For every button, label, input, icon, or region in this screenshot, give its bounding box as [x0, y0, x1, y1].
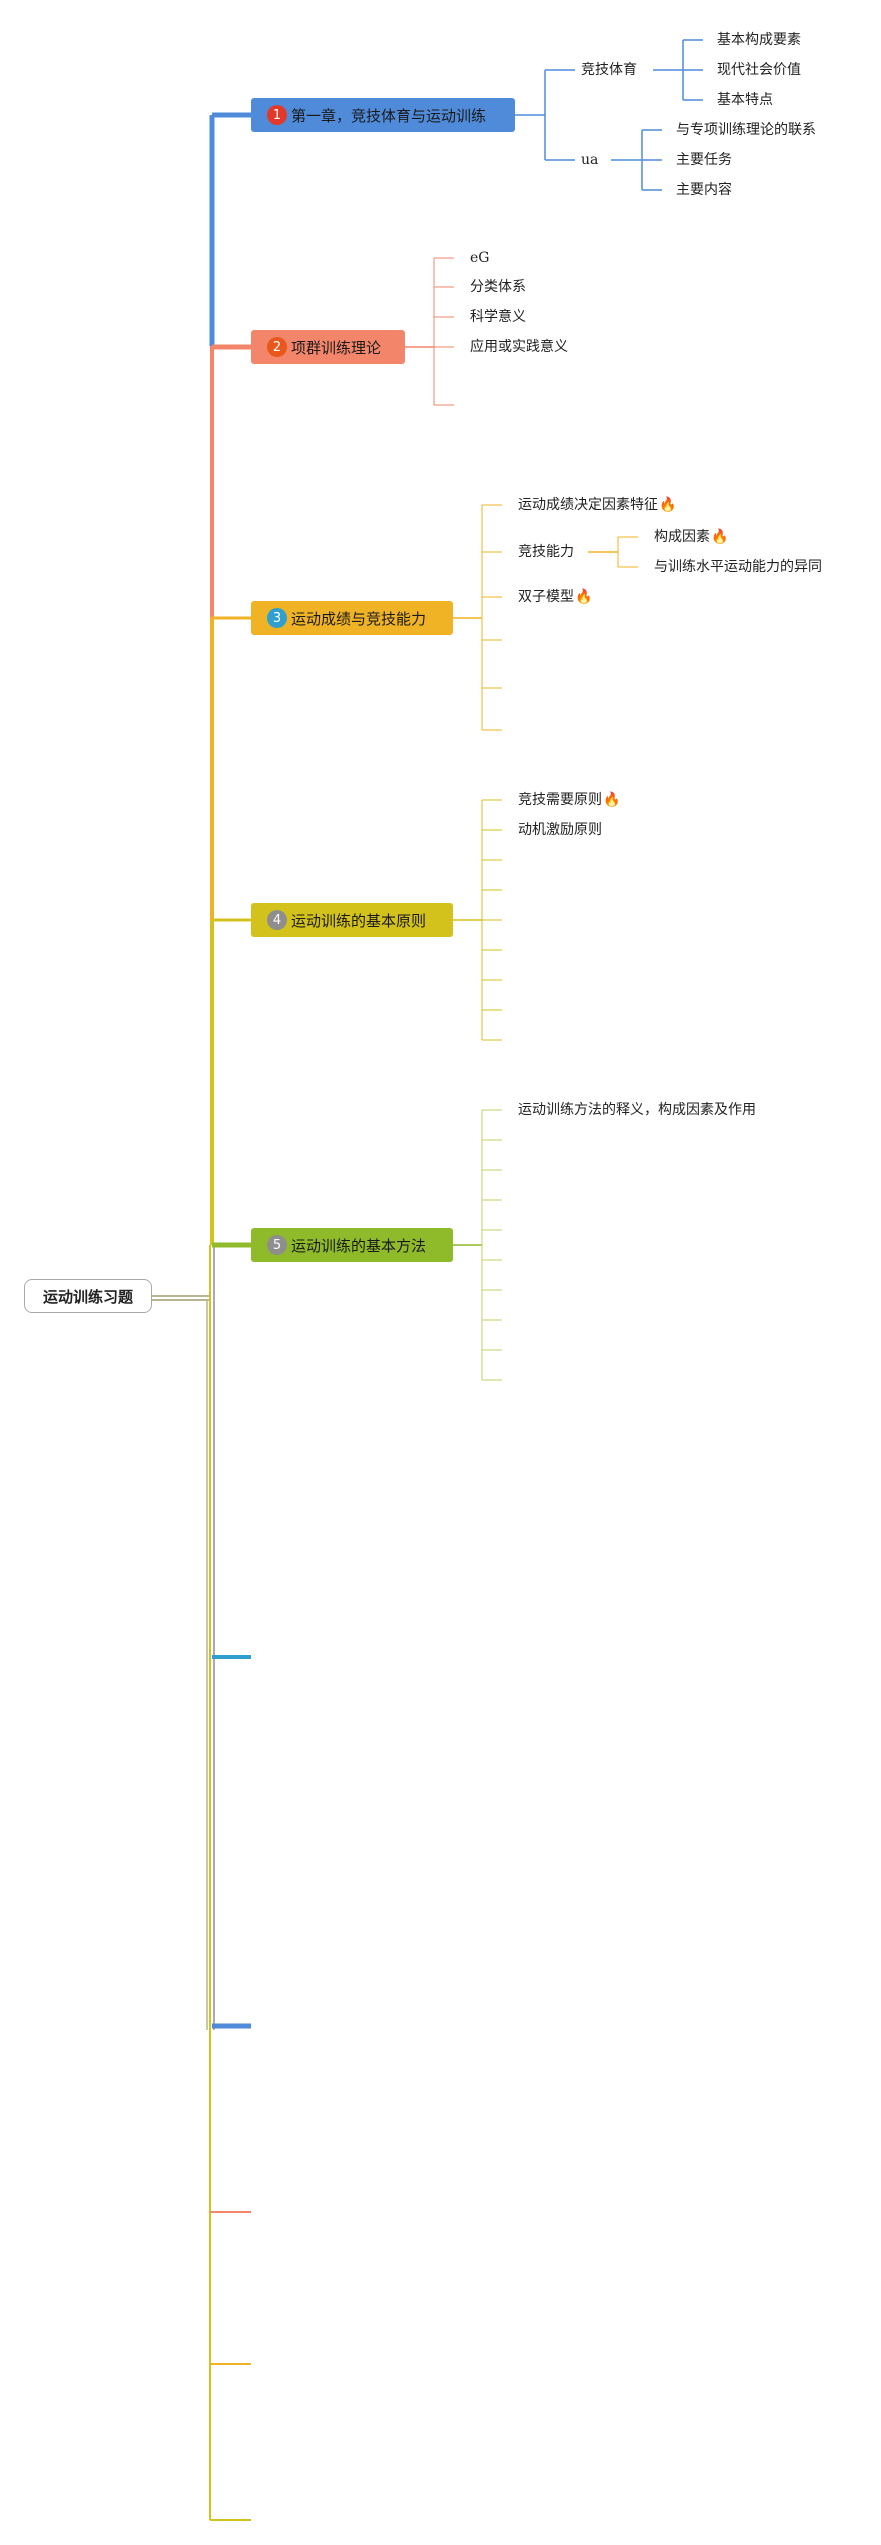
topic-label: 第一章，竞技体育与运动训练	[291, 106, 487, 125]
number-badge: 3	[267, 608, 287, 628]
node-basic-features[interactable]: 基本特点	[717, 92, 773, 108]
fire-icon: 🔥	[603, 792, 621, 808]
node-competitive-ability[interactable]: 竞技能力	[518, 544, 574, 560]
root-node[interactable]: 运动训练习题	[24, 1279, 152, 1313]
node-main-content[interactable]: 主要内容	[676, 182, 732, 198]
topic-5[interactable]: 5 运动训练的基本方法	[251, 1228, 453, 1262]
node-eg[interactable]: eG	[470, 250, 490, 266]
node-classification[interactable]: 分类体系	[470, 279, 526, 295]
node-twin-model[interactable]: 双子模型🔥	[518, 588, 592, 606]
topic-label: 项群训练理论	[291, 338, 382, 357]
node-text: 双子模型	[518, 589, 574, 605]
node-main-tasks[interactable]: 主要任务	[676, 152, 732, 168]
node-performance-factors[interactable]: 运动成绩决定因素特征🔥	[518, 496, 676, 514]
number-badge: 5	[267, 1235, 287, 1255]
fire-icon: 🔥	[575, 589, 593, 605]
node-text: 构成因素	[654, 529, 710, 545]
topic-label: 运动训练的基本方法	[291, 1236, 427, 1255]
topic-label: 运动训练的基本原则	[291, 911, 427, 930]
fire-icon: 🔥	[659, 497, 677, 513]
topic-2[interactable]: 2 项群训练理论	[251, 330, 405, 364]
node-ua[interactable]: ua	[581, 152, 599, 168]
number-badge: 2	[267, 337, 287, 357]
node-practical-meaning[interactable]: 应用或实践意义	[470, 339, 568, 355]
node-social-value[interactable]: 现代社会价值	[717, 62, 801, 78]
node-components[interactable]: 构成因素🔥	[654, 528, 728, 546]
node-jingji-tiyu[interactable]: 竞技体育	[581, 62, 637, 78]
node-basic-elements[interactable]: 基本构成要素	[717, 32, 801, 48]
node-competitive-need[interactable]: 竞技需要原则🔥	[518, 791, 620, 809]
node-text: 竞技需要原则	[518, 792, 602, 808]
number-badge: 4	[267, 910, 287, 930]
node-motivation[interactable]: 动机激励原则	[518, 822, 602, 838]
node-specialized-link[interactable]: 与专项训练理论的联系	[676, 122, 816, 138]
node-text: 运动成绩决定因素特征	[518, 497, 658, 513]
node-scientific-meaning[interactable]: 科学意义	[470, 309, 526, 325]
topic-1[interactable]: 1 第一章，竞技体育与运动训练	[251, 98, 515, 132]
topic-3[interactable]: 3 运动成绩与竞技能力	[251, 601, 453, 635]
topic-label: 运动成绩与竞技能力	[291, 609, 427, 628]
topic-4[interactable]: 4 运动训练的基本原则	[251, 903, 453, 937]
node-difference[interactable]: 与训练水平运动能力的异同	[654, 559, 822, 575]
fire-icon: 🔥	[711, 529, 729, 545]
number-badge: 1	[267, 105, 287, 125]
node-method-definition[interactable]: 运动训练方法的释义，构成因素及作用	[518, 1102, 756, 1118]
